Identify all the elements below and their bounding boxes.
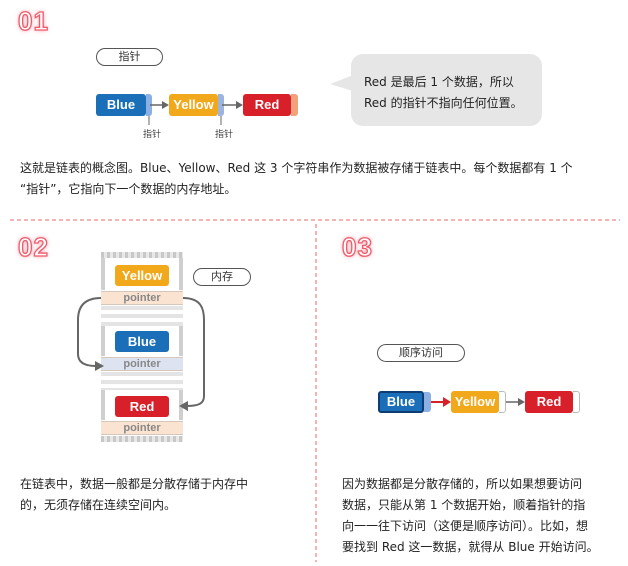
section1-paragraph: 这就是链表的概念图。Blue、Yellow、Red 这 3 个字符串作为数据被存… [20, 158, 618, 200]
section1-line-1: 这就是链表的概念图。Blue、Yellow、Red 这 3 个字符串作为数据被存… [20, 161, 573, 175]
memory-pointer-2: pointer [101, 357, 183, 371]
memory-separator [101, 372, 183, 390]
sequential-access-tag: 顺序访问 [377, 344, 465, 362]
node-yellow: Yellow [169, 94, 218, 116]
node-blue-pointer [146, 94, 152, 116]
memory-cell-red: Red [115, 396, 169, 417]
node-yellow-pointer [218, 94, 224, 116]
node-red-seq-pointer [573, 391, 580, 413]
memory-pointer-1: pointer [101, 291, 183, 305]
section3-line-3: 向一一往下访问（这便是顺序访问）。比如，想 [342, 519, 589, 533]
memory-cell-yellow: Yellow [115, 265, 169, 286]
section2-line-1: 在链表中，数据一般都是分散存储于内存中 [20, 477, 249, 491]
node-red-pointer [291, 94, 298, 116]
section-number-01: 01 [17, 5, 49, 36]
memory-tag: 内存 [193, 268, 251, 286]
bubble-text: Red 是最后 1 个数据，所以 Red 的指针不指向任何位置。 [364, 72, 523, 114]
memory-pointer-3: pointer [101, 421, 183, 435]
memory-separator [101, 252, 183, 258]
speech-bubble [351, 54, 542, 126]
node-yellow-seq-pointer [499, 391, 506, 413]
node-blue-seq: Blue [378, 391, 424, 413]
node-blue: Blue [96, 94, 146, 116]
memory-cell-blue: Blue [115, 331, 169, 352]
memory-separator [101, 436, 183, 442]
node-yellow-seq: Yellow [451, 391, 499, 413]
section3-paragraph: 因为数据都是分散存储的，所以如果想要访问 数据，只能从第 1 个数据开始，顺着指… [342, 474, 626, 558]
section1-line-2: “指针”，它指向下一个数据的内存地址。 [20, 182, 237, 196]
pointer-label-2: 指针 [215, 130, 234, 140]
bubble-line-1: Red 是最后 1 个数据，所以 [364, 75, 514, 89]
section-number-02: 02 [17, 231, 49, 262]
memory-separator [101, 306, 183, 326]
pointer-tag: 指针 [96, 48, 163, 66]
section2-paragraph: 在链表中，数据一般都是分散存储于内存中 的，无须存储在连续空间内。 [20, 474, 300, 516]
node-red-seq: Red [525, 391, 573, 413]
bubble-tail [330, 74, 356, 92]
section3-line-1: 因为数据都是分散存储的，所以如果想要访问 [342, 477, 583, 491]
section-number-03: 03 [341, 231, 373, 262]
pointer-marker-lines [148, 116, 222, 125]
section2-line-2: 的，无须存储在连续空间内。 [20, 498, 177, 512]
bubble-line-2: Red 的指针不指向任何位置。 [364, 96, 523, 110]
section3-line-2: 数据，只能从第 1 个数据开始，顺着指针的指 [342, 498, 586, 512]
node-blue-seq-pointer [424, 392, 431, 412]
node-red: Red [243, 94, 291, 116]
section3-line-4: 要找到 Red 这一数据，就得从 Blue 开始访问。 [342, 540, 599, 554]
pointer-label-1: 指针 [143, 130, 162, 140]
